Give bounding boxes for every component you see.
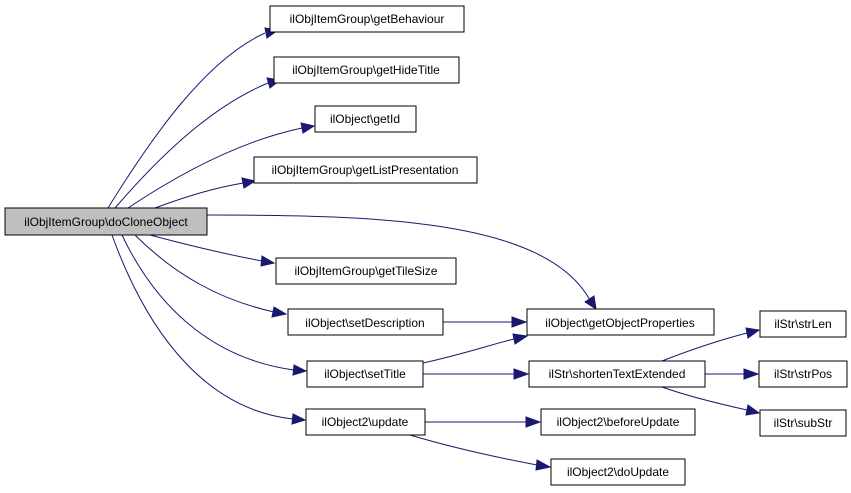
node-doUpdate[interactable]: ilObject2\doUpdate bbox=[550, 458, 686, 486]
node-subStr[interactable]: ilStr\subStr bbox=[759, 409, 847, 437]
node-label: ilObject2\update bbox=[322, 415, 409, 429]
node-getTileSize[interactable]: ilObjItemGroup\getTileSize bbox=[275, 257, 457, 285]
edge-update-to-doupdate bbox=[409, 434, 552, 471]
edge-root-to-getlistpresentation bbox=[154, 177, 257, 209]
node-label: ilObjItemGroup\doCloneObject bbox=[24, 215, 188, 229]
edge-settitle-to-shortentextextended bbox=[423, 368, 530, 380]
node-beforeUpdate[interactable]: ilObject2\beforeUpdate bbox=[540, 408, 696, 436]
edge-update-to-beforeupdate bbox=[425, 416, 542, 428]
node-label: ilObject2\beforeUpdate bbox=[557, 415, 680, 429]
edge-root-to-setdescription bbox=[134, 234, 288, 318]
node-setDescription[interactable]: ilObject\setDescription bbox=[287, 308, 444, 336]
node-doCloneObject[interactable]: ilObjItemGroup\doCloneObject bbox=[4, 207, 208, 236]
edge-setdescription-to-getobjectproperties bbox=[443, 316, 528, 328]
node-strPos[interactable]: ilStr\strPos bbox=[758, 360, 848, 388]
edge-root-to-gettilesize bbox=[149, 234, 276, 267]
node-label: ilStr\strPos bbox=[774, 367, 832, 381]
node-label: ilObjItemGroup\getBehaviour bbox=[290, 12, 445, 26]
edge-root-to-getid bbox=[127, 122, 316, 209]
node-label: ilObject\setTitle bbox=[324, 367, 406, 381]
node-label: ilObject\getObjectProperties bbox=[545, 316, 694, 330]
node-label: ilStr\shortenTextExtended bbox=[549, 367, 686, 381]
edge-root-to-settitle bbox=[121, 234, 308, 376]
edge-root-to-gethidetitle bbox=[114, 77, 282, 209]
node-getListPresentation[interactable]: ilObjItemGroup\getListPresentation bbox=[253, 156, 478, 184]
node-label: ilStr\subStr bbox=[774, 416, 833, 430]
node-getHideTitle[interactable]: ilObjItemGroup\getHideTitle bbox=[273, 56, 460, 84]
node-shortenTextExtended[interactable]: ilStr\shortenTextExtended bbox=[528, 360, 706, 388]
node-label: ilStr\strLen bbox=[774, 317, 831, 331]
nodes: ilObjItemGroup\doCloneObject ilObjItemGr… bbox=[4, 5, 848, 486]
node-strLen[interactable]: ilStr\strLen bbox=[759, 310, 847, 338]
edge-shortentextextended-to-strpos bbox=[705, 368, 760, 380]
edge-root-to-getobjectproperties bbox=[206, 214, 597, 311]
node-getObjectProperties[interactable]: ilObject\getObjectProperties bbox=[526, 308, 715, 336]
node-getId[interactable]: ilObject\getId bbox=[314, 105, 417, 133]
node-label: ilObject\getId bbox=[330, 112, 400, 126]
node-label: ilObjItemGroup\getListPresentation bbox=[272, 163, 459, 177]
edge-root-to-update bbox=[111, 234, 307, 425]
edge-shortentextextended-to-strlen bbox=[661, 327, 761, 362]
node-setTitle[interactable]: ilObject\setTitle bbox=[306, 360, 424, 388]
node-label: ilObject2\doUpdate bbox=[567, 465, 669, 479]
edge-shortentextextended-to-substr bbox=[661, 386, 761, 416]
edge-settitle-to-getobjectproperties bbox=[422, 333, 529, 364]
node-getBehaviour[interactable]: ilObjItemGroup\getBehaviour bbox=[269, 5, 465, 33]
node-update[interactable]: ilObject2\update bbox=[305, 408, 426, 436]
node-label: ilObject\setDescription bbox=[305, 316, 424, 330]
node-label: ilObjItemGroup\getTileSize bbox=[295, 264, 438, 278]
node-label: ilObjItemGroup\getHideTitle bbox=[292, 63, 440, 77]
edges bbox=[107, 27, 761, 471]
